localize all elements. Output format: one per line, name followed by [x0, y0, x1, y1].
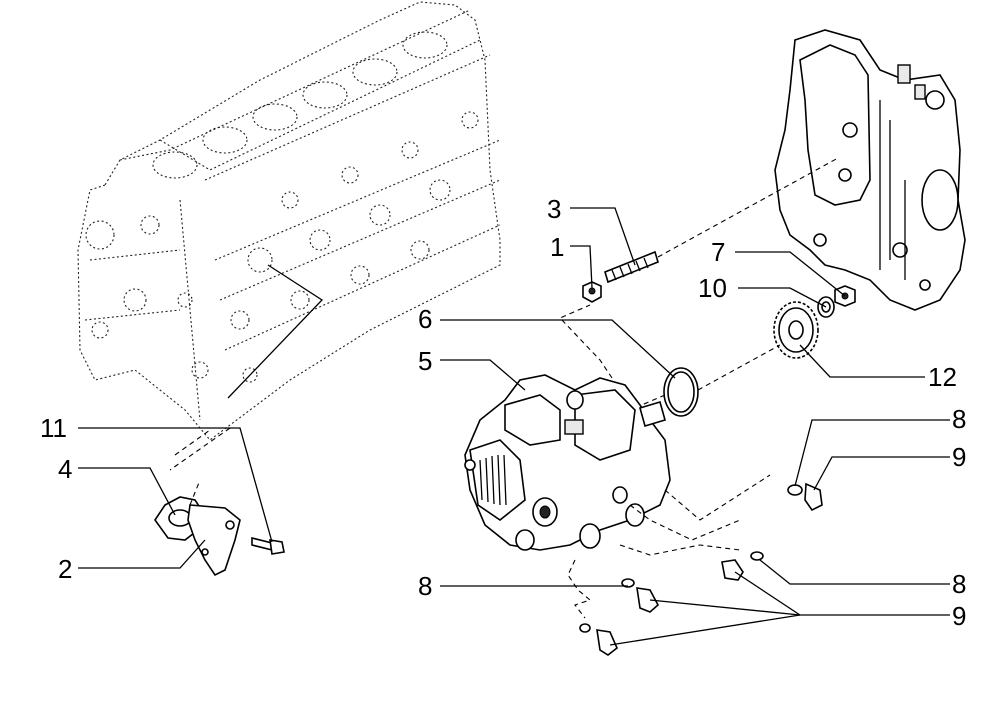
callout-9-lower: 9 — [952, 601, 966, 631]
callouts: 11 4 2 3 1 7 10 6 5 12 8 9 8 8 9 — [40, 194, 966, 646]
callout-2: 2 — [58, 554, 72, 584]
gear-part — [773, 301, 819, 359]
injection-pump — [464, 304, 671, 551]
engine-block — [77, 1, 501, 441]
callout-4: 4 — [58, 454, 72, 484]
cover-plate-part — [174, 429, 241, 577]
callout-5: 5 — [418, 346, 432, 376]
bolt-part — [251, 536, 285, 555]
callout-8-right: 8 — [952, 569, 966, 599]
callout-7: 7 — [711, 237, 725, 267]
callout-9-upper: 9 — [952, 442, 966, 472]
callout-10: 10 — [698, 273, 727, 303]
callout-12: 12 — [928, 362, 957, 392]
callout-1: 1 — [550, 232, 564, 262]
o-ring-part — [629, 344, 781, 417]
callout-6: 6 — [418, 304, 432, 334]
stud-part — [604, 157, 839, 284]
callout-3: 3 — [547, 194, 561, 224]
timing-cover-housing — [774, 29, 966, 311]
washer-part — [817, 296, 835, 318]
callout-8-left: 8 — [418, 571, 432, 601]
callout-11: 11 — [40, 413, 67, 443]
callout-8-upper: 8 — [952, 404, 966, 434]
seals-and-plugs — [567, 474, 823, 656]
